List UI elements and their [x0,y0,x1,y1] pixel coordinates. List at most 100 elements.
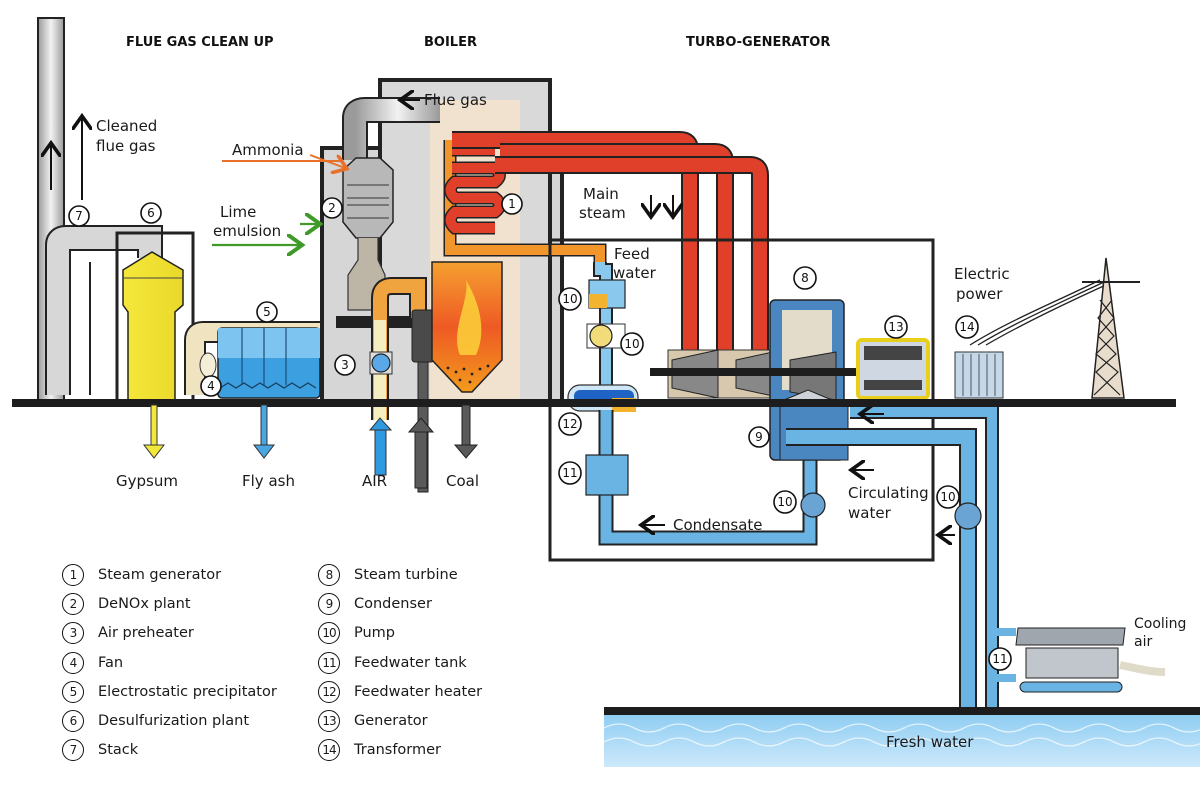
label-fly-ash: Fly ash [242,472,295,490]
marker-10-feed: 10 [558,287,582,311]
legend-number: 5 [62,680,84,703]
marker-10-circulating-pump: 10 [936,485,960,509]
marker-3: 3 [334,354,356,376]
legend-number: 12 [318,680,340,703]
fly-ash-arrow [252,404,276,459]
legend-item: 2 DeNOx plant [62,589,277,618]
legend-number: 2 [62,592,84,615]
marker-4: 4 [200,375,222,397]
legend-item: 4 Fan [62,648,277,677]
legend-number: 3 [62,622,84,645]
svg-text:4: 4 [207,379,215,393]
ground-line [12,399,1176,407]
marker-5: 5 [256,301,278,323]
label-ammonia: Ammonia [232,141,304,159]
label-electric-power-2: power [956,285,1003,303]
turbine-shaft [650,368,930,376]
fresh-water [603,707,1200,767]
legend-label: Condenser [354,595,432,612]
label-feed-water-1: Feed [614,245,650,263]
gypsum-arrow [142,404,166,459]
label-main-steam-1: Main [583,185,619,203]
legend-label: Electrostatic precipitator [98,683,277,700]
legend-label: Generator [354,713,428,730]
label-cleaned-flue-gas-1: Cleaned [96,117,157,135]
marker-9: 9 [748,426,770,448]
coal-input-arrow [407,417,435,489]
desulfurization-plant [115,231,195,405]
steam-generator [443,140,607,262]
svg-text:11: 11 [992,652,1007,666]
legend-label: Stack [98,742,139,759]
label-main-steam-2: steam [579,204,626,222]
legend-number: 6 [62,710,84,733]
legend-number: 7 [62,739,84,762]
legend-number: 4 [62,651,84,674]
generator [856,338,930,400]
feedwater-heater [567,384,639,412]
legend-label: DeNOx plant [98,595,191,612]
marker-6: 6 [140,202,162,224]
legend-item: 3 Air preheater [62,619,277,648]
svg-text:9: 9 [755,430,763,444]
section-title-boiler: BOILER [424,35,477,50]
feedwater-line [586,262,626,400]
svg-text:2: 2 [328,201,336,215]
label-cooling-air-1: Cooling [1134,616,1186,632]
label-gypsum: Gypsum [116,472,178,490]
marker-1: 1 [501,193,523,215]
svg-text:14: 14 [959,320,974,334]
transmission-pylon [1082,257,1140,399]
marker-8: 8 [793,266,817,290]
label-lime-emulsion-2: emulsion [213,222,281,240]
legend-label: Steam turbine [354,566,458,583]
svg-text:5: 5 [263,305,271,319]
marker-14: 14 [955,315,979,339]
furnace [431,261,503,393]
svg-text:8: 8 [801,271,809,285]
label-lime-emulsion-1: Lime [220,203,256,221]
air-arrow [368,417,393,476]
legend-label: Pump [354,625,396,642]
label-circulating-water-1: Circulating [848,484,929,502]
legend-number: 11 [318,651,340,674]
legend-label: Air preheater [98,625,194,642]
marker-10-feed-pump: 10 [620,332,644,356]
legend-label: Feedwater heater [354,683,483,700]
label-cooling-air-2: air [1134,634,1152,650]
marker-11-feedwater-tank: 11 [558,461,582,485]
legend-item: 7 Stack [62,736,277,765]
svg-text:11: 11 [562,466,577,480]
section-title-flue-gas-clean-up: FLUE GAS CLEAN UP [126,35,274,50]
svg-text:10: 10 [777,495,792,509]
label-coal: Coal [446,472,479,490]
coal-ash-arrow [453,404,479,459]
legend-number: 10 [318,622,340,645]
svg-text:7: 7 [75,209,83,223]
svg-text:12: 12 [562,417,577,431]
label-feed-water-2: water [613,264,657,282]
section-title-turbo-generator: TURBO-GENERATOR [686,35,830,50]
svg-text:13: 13 [888,320,903,334]
svg-text:10: 10 [562,292,577,306]
fan [199,352,217,378]
label-flue-gas: Flue gas [424,91,487,109]
air-preheater [369,277,427,420]
cooling-tower [992,627,1166,693]
legend-label: Steam generator [98,566,222,583]
label-air: AIR [362,472,387,490]
circulating-water-line [779,401,999,740]
legend-item: 13 Generator [318,706,482,735]
legend-label: Fan [98,654,124,671]
marker-11-cooling: 11 [988,647,1012,671]
legend-label: Feedwater tank [354,654,467,671]
marker-2: 2 [321,197,343,219]
legend-number: 13 [318,710,340,733]
